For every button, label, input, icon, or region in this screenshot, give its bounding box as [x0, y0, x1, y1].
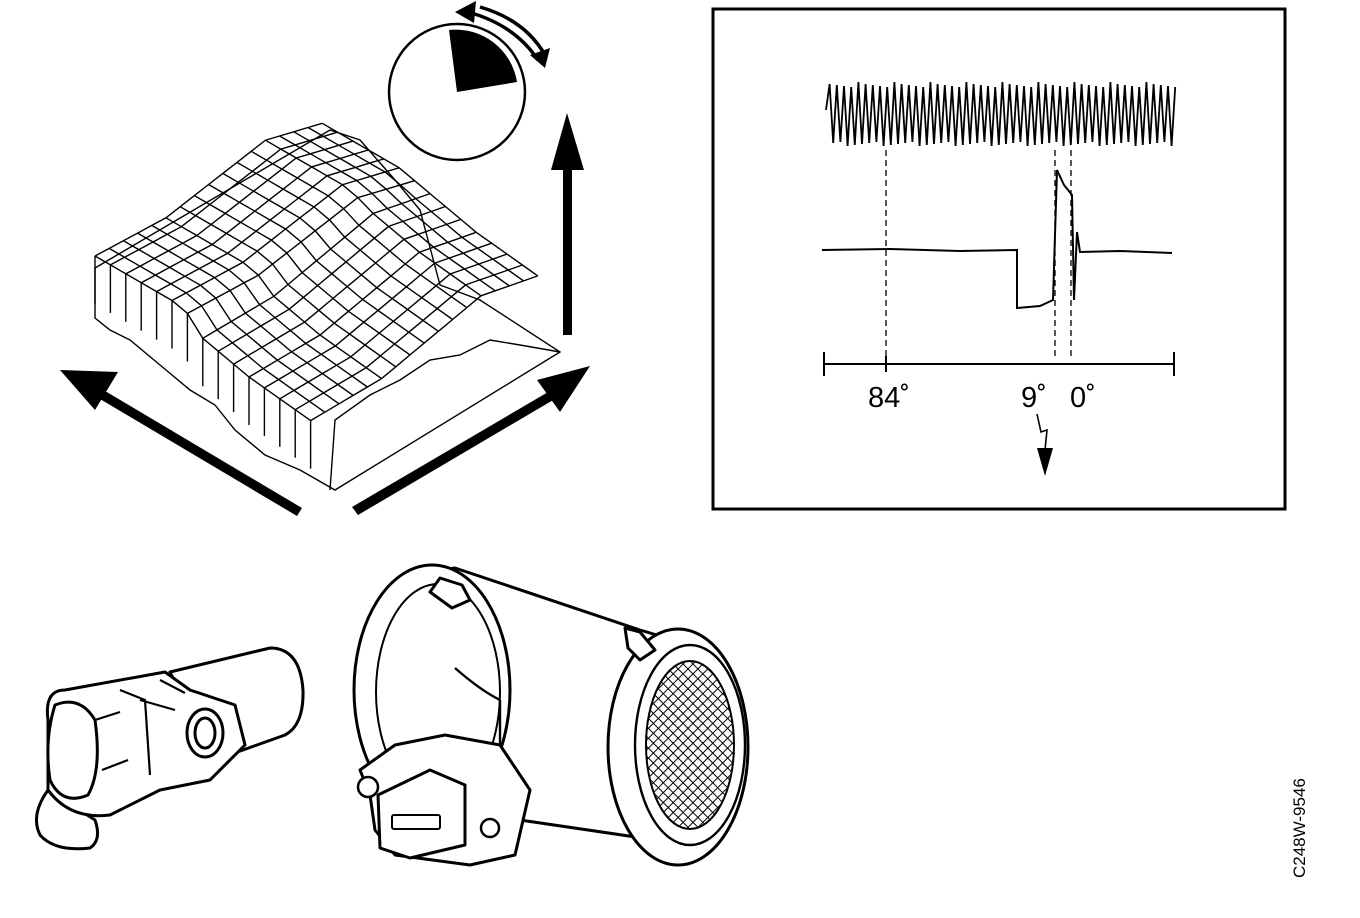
right-arrow-shaft: [352, 388, 560, 515]
sensor-face: [46, 700, 99, 800]
up-arrow-icon: [551, 113, 584, 170]
mesh-line-col: [279, 135, 496, 292]
mesh-line-col: [222, 172, 439, 332]
scope-panel: 84˚ 9˚ 0˚: [711, 7, 1287, 511]
pie-wheel-sector: [449, 29, 517, 92]
map-right-face: [329, 339, 561, 491]
figure-id-label-box: C248W-9546: [1290, 778, 1309, 878]
meter-top-clip: [428, 576, 472, 610]
sync-signal-trace: [821, 169, 1173, 310]
rotation-wheel: [387, 1, 550, 162]
marker-lines: [885, 150, 1072, 360]
left-arrow-shaft: [95, 388, 302, 516]
connector-screw-right: [479, 817, 501, 839]
up-arrow-shaft: [563, 150, 572, 335]
rotation-arrows-icon: [467, 5, 547, 61]
map-left-face: [94, 256, 312, 469]
left-arrow-icon: [60, 370, 118, 410]
mesh-line-col: [236, 161, 454, 321]
right-arrow-icon: [537, 366, 590, 412]
mesh-line-col: [208, 183, 425, 344]
mesh-screen: [645, 660, 735, 830]
map-axes: [60, 113, 590, 516]
map-mesh: [94, 122, 539, 422]
angle-scale: [823, 352, 1175, 376]
rotation-arrowhead-right: [530, 48, 550, 68]
mesh-line-col: [165, 217, 383, 380]
crank-signal-trace: [825, 81, 1177, 147]
meter-outlet-clip: [623, 626, 657, 662]
figure-id-label: C248W-9546: [1290, 778, 1309, 878]
mesh-line-col: [108, 247, 326, 413]
mesh-line-col: [194, 194, 411, 356]
angle-label-84: 84˚: [868, 382, 910, 414]
mesh-line-col: [293, 131, 510, 287]
mesh-line-col: [94, 255, 312, 422]
rotation-arrowhead-left: [455, 1, 476, 23]
connector-screw-left: [356, 775, 380, 799]
mesh-line-col: [123, 240, 340, 405]
scope-frame: [711, 7, 1287, 511]
angle-label-9: 9˚: [1021, 382, 1047, 414]
lightning-arrowhead: [1037, 448, 1053, 476]
sensor-cable: [34, 788, 100, 851]
mesh-line-col: [321, 122, 539, 277]
connector-pins: [391, 814, 441, 830]
sensor-body: [45, 670, 247, 818]
mesh-line-col: [137, 232, 354, 396]
air-mass-meter: [352, 563, 750, 867]
lightning-arrow-icon: [1036, 413, 1048, 451]
mesh-line-col: [265, 139, 482, 297]
mesh-line-col: [307, 126, 525, 282]
mesh-line-col: [151, 224, 368, 388]
crankshaft-sensor: [34, 646, 305, 851]
angle-label-0: 0˚: [1070, 382, 1096, 414]
engine-map-surface: [94, 122, 562, 491]
mesh-line-col: [179, 206, 397, 368]
mesh-line-col: [250, 150, 468, 309]
mount-hole-inner: [193, 716, 217, 750]
